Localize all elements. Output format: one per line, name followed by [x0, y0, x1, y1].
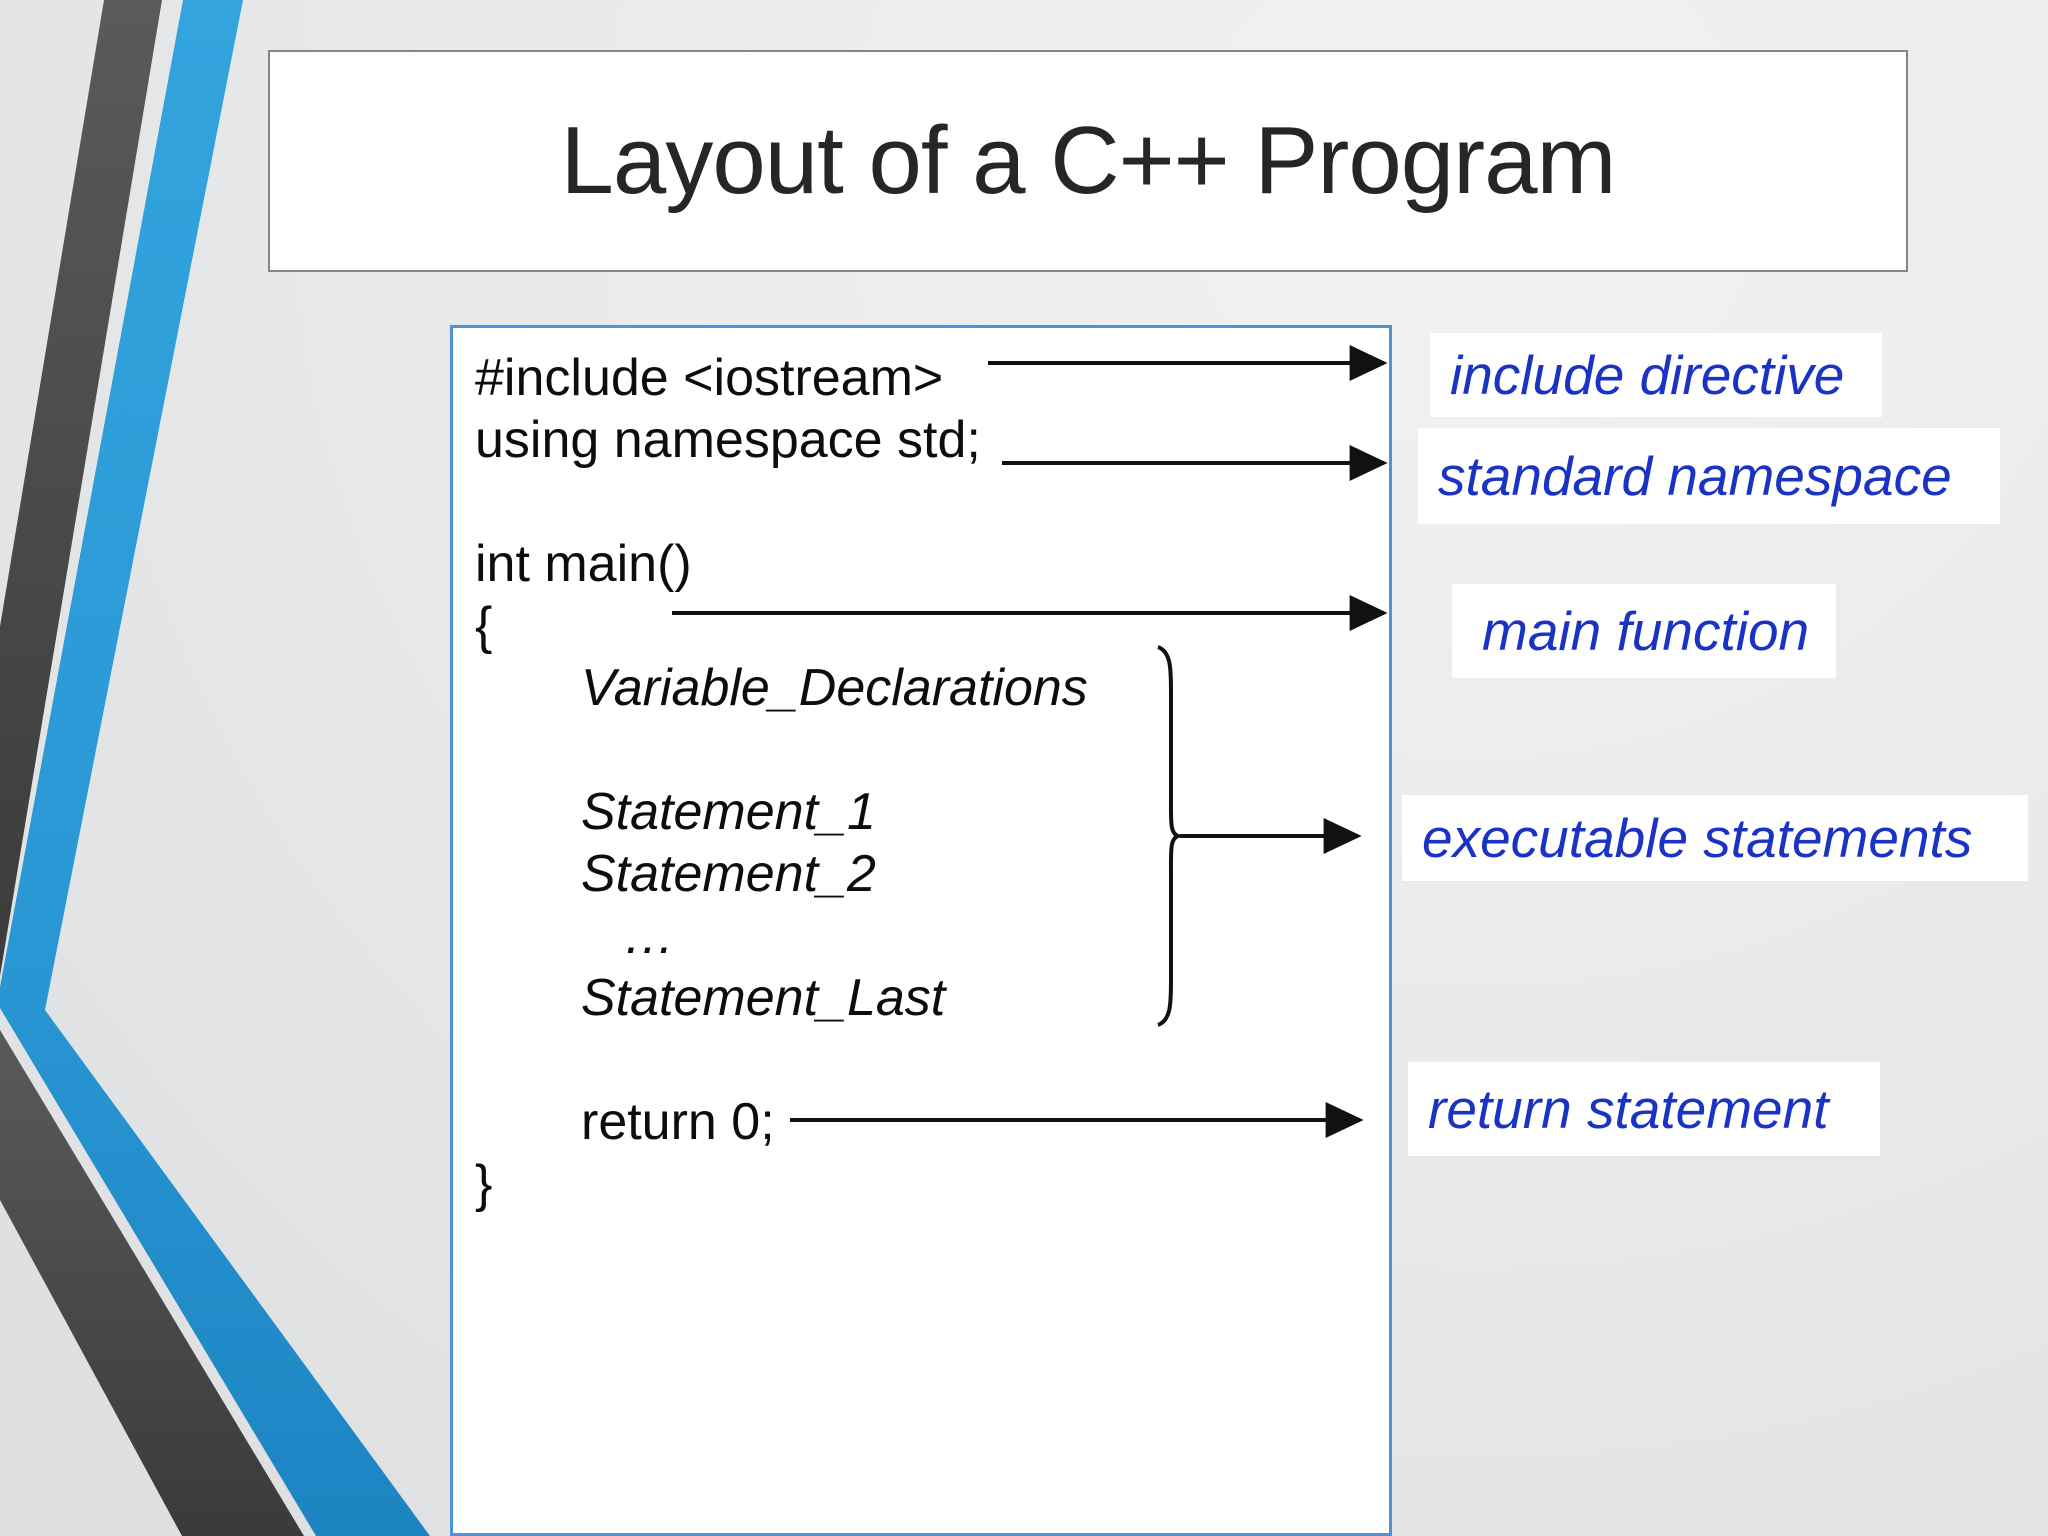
code-line: Statement_2	[581, 845, 876, 903]
stripe-blue	[0, 0, 430, 1536]
code-line: Statement_1	[581, 783, 876, 841]
stripe-gray-bottom	[0, 1030, 304, 1536]
code-line: using namespace std;	[475, 411, 981, 469]
code-line: }	[475, 1155, 493, 1213]
label-text: include directive	[1450, 344, 1845, 406]
title-box: Layout of a C++ Program	[268, 50, 1908, 272]
label-text: main function	[1482, 600, 1810, 662]
statements-brace	[1157, 645, 1184, 1027]
label-standard-namespace: standard namespace	[1418, 428, 2000, 524]
slide-title: Layout of a C++ Program	[560, 107, 1617, 214]
label-executable-statements: executable statements	[1402, 795, 2028, 881]
code-line: return 0;	[581, 1093, 775, 1151]
code-listing: #include <iostream> using namespace std;…	[475, 347, 1381, 1215]
code-line: Variable_Declarations	[581, 659, 1088, 717]
code-line: Statement_Last	[581, 969, 946, 1027]
code-line: …	[623, 907, 675, 965]
label-text: standard namespace	[1438, 445, 1952, 507]
label-include-directive: include directive	[1430, 333, 1882, 417]
code-line: {	[475, 597, 493, 655]
code-line: #include <iostream>	[475, 349, 944, 407]
stripe-gray-top	[0, 0, 162, 976]
label-main-function: main function	[1452, 584, 1836, 678]
label-text: return statement	[1428, 1078, 1829, 1140]
label-text: executable statements	[1422, 807, 1973, 869]
code-line: int main()	[475, 535, 692, 593]
code-box: #include <iostream> using namespace std;…	[450, 325, 1392, 1536]
label-return-statement: return statement	[1408, 1062, 1880, 1156]
